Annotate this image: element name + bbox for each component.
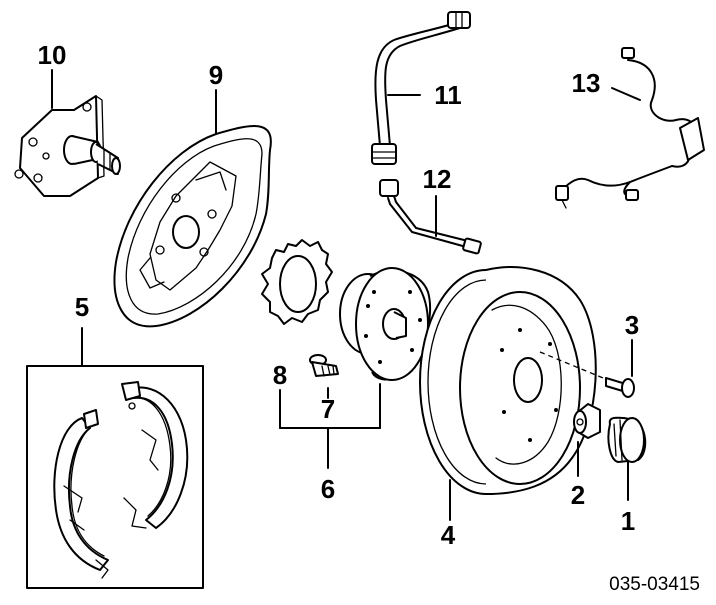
part-11-brake-hose [371, 11, 471, 165]
label-1: 1 [621, 506, 635, 536]
label-2: 2 [571, 480, 585, 510]
part-9-backing-plate [113, 89, 272, 328]
part-7-wheel-stud [309, 354, 339, 399]
part-12-brake-pipe [379, 179, 482, 255]
label-3: 3 [625, 310, 639, 340]
reference-code: 035-03415 [609, 574, 700, 595]
label-5: 5 [75, 292, 89, 322]
part-10-spindle [14, 69, 121, 197]
label-9: 9 [209, 60, 223, 90]
label-7: 7 [321, 394, 335, 424]
part-6-bracket [279, 427, 381, 469]
label-6: 6 [321, 474, 335, 504]
label-8: 8 [273, 360, 287, 390]
part-1-dust-cap [607, 416, 647, 501]
part-8-tone-ring [261, 239, 333, 429]
label-11: 11 [434, 80, 462, 110]
label-12: 12 [423, 164, 452, 194]
part-4-brake-drum [419, 266, 597, 521]
part-6-hub [339, 267, 432, 429]
part-13-abs-sensor [555, 47, 705, 209]
label-13: 13 [572, 68, 601, 98]
part-5-brake-shoes [26, 327, 204, 589]
part-3-bolt [539, 339, 635, 398]
label-4: 4 [441, 520, 456, 550]
label-10: 10 [38, 40, 67, 70]
part-2-nut [573, 403, 601, 477]
